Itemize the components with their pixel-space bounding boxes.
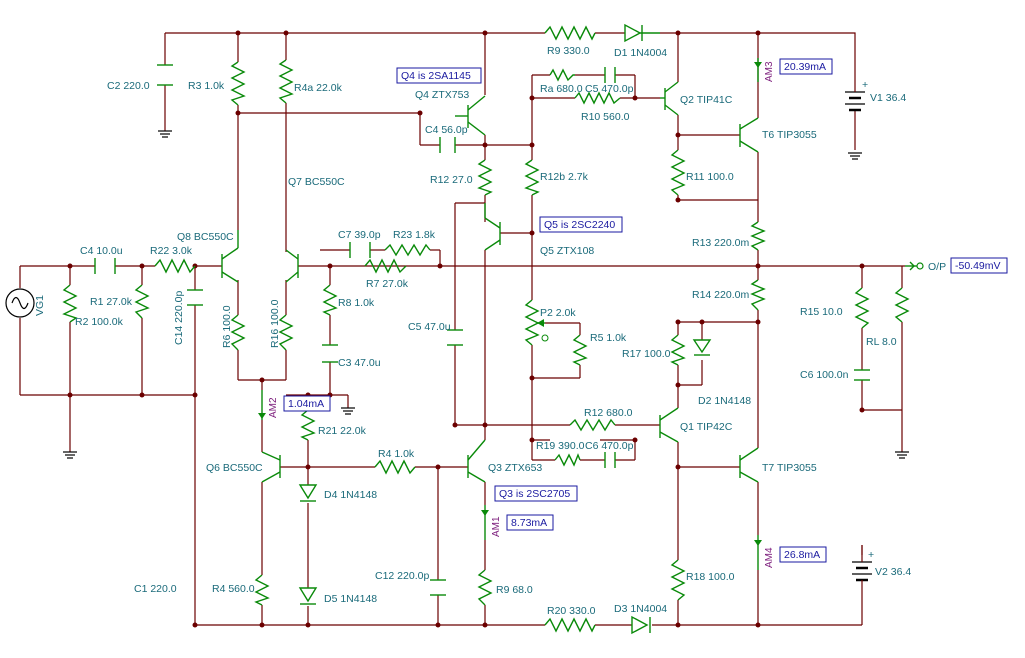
label-r22: R22 3.0k [150, 245, 193, 257]
label-c12: C12 220.0p [375, 570, 429, 582]
label-am1: AM1 [491, 516, 502, 537]
label-q7: Q7 BC550C [288, 176, 345, 188]
label-r12: R12 27.0 [430, 174, 473, 186]
ammeters [258, 58, 762, 570]
label-c7: C7 39.0p [338, 229, 381, 241]
label-r11: R11 100.0 [686, 171, 734, 183]
label-vg1: VG1 [34, 295, 46, 316]
probe-readouts: 20.39mA 1.04mA 8.73mA 26.8mA -50.49mV Q4… [283, 58, 1008, 563]
label-r1: R1 27.0k [90, 296, 133, 308]
label-am4: AM4 [764, 547, 775, 568]
label-r8: R8 1.0k [338, 297, 375, 309]
label-r21: R21 22.0k [318, 425, 367, 437]
note-q5: Q5 is 2SC2240 [539, 216, 623, 233]
label-r9-bot: R9 68.0 [496, 584, 533, 596]
readout-am4: 26.8mA [779, 546, 827, 563]
note-q4: Q4 is 2SA1145 [396, 67, 482, 84]
label-c4: C4 56.0p [425, 124, 468, 136]
label-r6: R6 100.0 [221, 305, 233, 348]
label-r2: R2 100.0k [75, 316, 124, 328]
readout-output: -50.49mV [950, 257, 1008, 274]
label-c5-top: C5 470.0p [585, 83, 634, 95]
label-q6: Q6 BC550C [206, 462, 263, 474]
wires [19, 32, 905, 626]
label-r16: R16 100.0 [269, 299, 281, 348]
note-q3: Q3 is 2SC2705 [494, 485, 578, 502]
readout-am1: 8.73mA [506, 514, 554, 531]
label-q5: Q5 ZTX108 [540, 245, 594, 257]
transistors [221, 81, 759, 483]
signal-generator [5, 288, 35, 318]
label-q1: Q1 TIP42C [680, 421, 733, 433]
label-d3: D3 1N4004 [614, 603, 667, 615]
label-r12b: R12b 2.7k [540, 171, 589, 183]
label-r23: R23 1.8k [393, 229, 436, 241]
note-q4-text: Q4 is 2SA1145 [401, 70, 471, 82]
label-ra: Ra 680.0 [540, 83, 583, 95]
label-q2: Q2 TIP41C [680, 94, 733, 106]
label-d2: D2 1N4148 [698, 395, 751, 407]
label-c5-mid: C5 47.0u [408, 321, 451, 333]
label-q3: Q3 ZTX653 [488, 462, 542, 474]
label-r19: R19 390.0 [536, 440, 585, 452]
label-rl: RL 8.0 [866, 336, 897, 348]
resistors [62, 25, 910, 633]
label-c4-in: C4 10.0u [80, 245, 123, 257]
note-q5-text: Q5 is 2SC2240 [544, 219, 615, 231]
label-am2: AM2 [268, 397, 279, 418]
label-am3: AM3 [764, 61, 775, 82]
label-t6: T6 TIP3055 [762, 129, 817, 141]
junction-dots [67, 30, 865, 628]
label-r15: R15 10.0 [800, 306, 843, 318]
ground-symbols [63, 128, 909, 459]
label-v1: V1 36.4 [870, 92, 906, 104]
readout-am1-value: 8.73mA [511, 517, 547, 529]
label-r9-top: R9 330.0 [547, 45, 590, 57]
label-q4: Q4 ZTX753 [415, 89, 469, 101]
svg-text:+: + [862, 79, 868, 91]
label-t7: T7 TIP3055 [762, 462, 817, 474]
label-c6-out: C6 100.0n [800, 369, 849, 381]
label-r4: R4 1.0k [378, 448, 415, 460]
label-c1: C1 220.0 [134, 583, 177, 595]
label-c3: C3 47.0u [338, 357, 381, 369]
readout-am4-value: 26.8mA [784, 549, 820, 561]
capacitors [94, 64, 870, 596]
label-c6-bot: C6 470.0p [585, 440, 634, 452]
diodes [298, 23, 712, 635]
output-terminal-icon [905, 261, 924, 271]
note-q3-text: Q3 is 2SC2705 [499, 488, 570, 500]
label-r3: R3 1.0k [188, 80, 225, 92]
label-d5: D5 1N4148 [324, 593, 377, 605]
component-labels: C2 220.0 R3 1.0k R4a 22.0k R9 330.0 D1 1… [34, 45, 946, 617]
readout-am2-value: 1.04mA [288, 398, 324, 410]
readout-am3-value: 20.39mA [784, 61, 826, 73]
readout-output-value: -50.49mV [955, 260, 1001, 272]
label-r10: R10 560.0 [581, 111, 630, 123]
power-sources: + + [845, 75, 874, 590]
label-output: O/P [928, 261, 946, 273]
label-c2: C2 220.0 [107, 80, 150, 92]
label-d1: D1 1N4004 [614, 47, 667, 59]
label-r17: R17 100.0 [622, 348, 671, 360]
label-r4a: R4a 22.0k [294, 82, 343, 94]
label-p2: P2 2.0k [540, 307, 576, 319]
label-r4-bot: R4 560.0 [212, 583, 255, 595]
label-r13: R13 220.0m [692, 237, 749, 249]
label-r12-bot: R12 680.0 [584, 407, 633, 419]
label-d4: D4 1N4148 [324, 489, 377, 501]
label-r14: R14 220.0m [692, 289, 749, 301]
label-r18: R18 100.0 [686, 571, 735, 583]
label-c14: C14 220.0p [173, 291, 185, 345]
readout-am2: 1.04mA [283, 395, 331, 412]
label-v2: V2 36.4 [875, 566, 911, 578]
label-r7: R7 27.0k [366, 278, 409, 290]
label-q8: Q8 BC550C [177, 231, 234, 243]
label-r20: R20 330.0 [547, 605, 596, 617]
label-r5: R5 1.0k [590, 332, 627, 344]
readout-am3: 20.39mA [779, 58, 833, 75]
svg-text:+: + [868, 549, 874, 561]
